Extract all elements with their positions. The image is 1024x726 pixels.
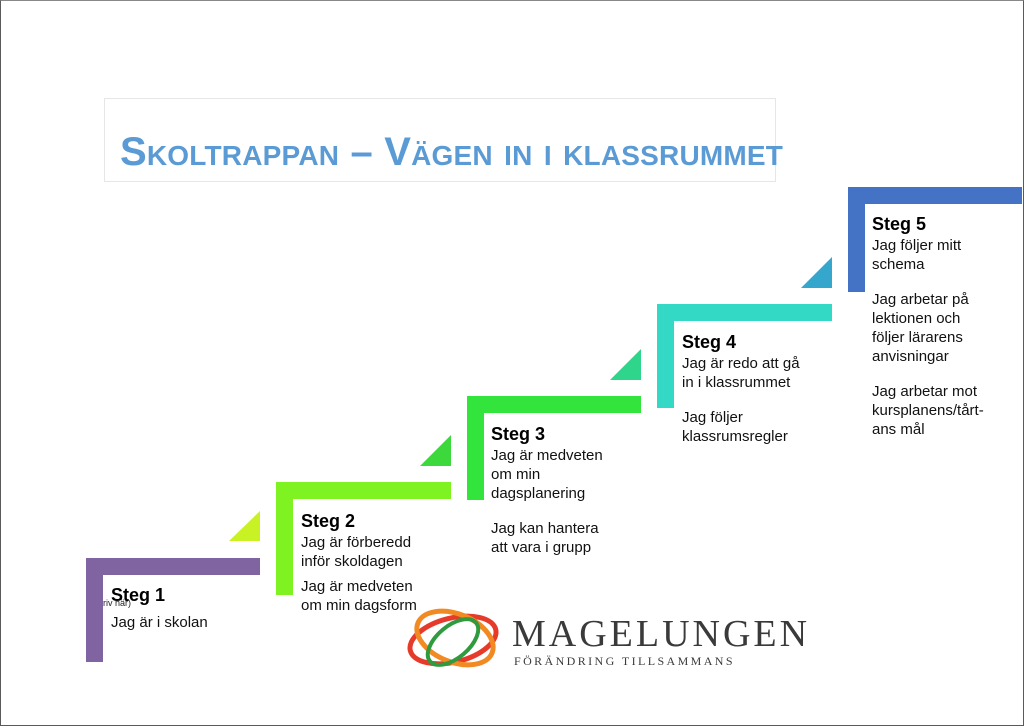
step-2-bar (276, 482, 451, 595)
step-4-text: Steg 4 Jag är redo att gå in i klassrumm… (682, 332, 832, 446)
step-5-line-3: Jag arbetar mot kursplanens/tårt- ans må… (872, 383, 984, 438)
step-4-bar (657, 304, 832, 408)
logo-rings-icon (407, 608, 499, 668)
connector-triangle-2 (420, 435, 451, 466)
step-5-line-1: Jag följer mitt schema (872, 237, 962, 273)
step-3-line-2: Jag kan hantera att vara i grupp (491, 520, 599, 556)
logo-name: MAGELUNGEN (512, 613, 811, 655)
step-3-line-1: Jag är medveten om min dagsplanering (491, 447, 603, 502)
step-2-heading: Steg 2 (301, 511, 356, 531)
step-1-text: Steg 1 Jag är i skolan (111, 585, 261, 632)
title-box (104, 98, 776, 182)
step-4-heading: Steg 4 (682, 332, 737, 352)
logo-tagline: FÖRÄNDRING TILLSAMMANS (514, 654, 735, 668)
step-3-heading: Steg 3 (491, 424, 546, 444)
step-3-text: Steg 3 Jag är medveten om min dagsplaner… (491, 424, 641, 557)
step-4-line-2: Jag följer klassrumsregler (682, 409, 788, 445)
step-5-bar (848, 187, 1022, 292)
step-1-heading: Steg 1 (111, 585, 166, 605)
step-5-heading: Steg 5 (872, 214, 927, 234)
step-2-line-2: Jag är medveten om min dagsform (301, 578, 417, 614)
step-1-bar (86, 558, 260, 662)
connector-triangle-4 (801, 257, 832, 288)
step-5-text: Steg 5 Jag följer mitt schema Jag arbeta… (872, 214, 1020, 439)
step-2-line-1: Jag är förberedd inför skoldagen (301, 534, 412, 570)
connector-triangle-1 (229, 511, 260, 541)
step-1-line-1: Jag är i skolan (111, 614, 208, 631)
step-5-line-2: Jag arbetar på lektionen och följer lära… (872, 291, 969, 365)
diagram-title: Skoltrappan – Vägen in i klassrummet (120, 130, 784, 174)
step-2-text: Steg 2 Jag är förberedd inför skoldagen … (301, 511, 451, 615)
step-4-line-1: Jag är redo att gå in i klassrummet (682, 355, 800, 391)
step-3-bar (467, 396, 641, 500)
fragment-text: riv här) (103, 598, 132, 608)
connector-triangle-3 (610, 349, 641, 380)
